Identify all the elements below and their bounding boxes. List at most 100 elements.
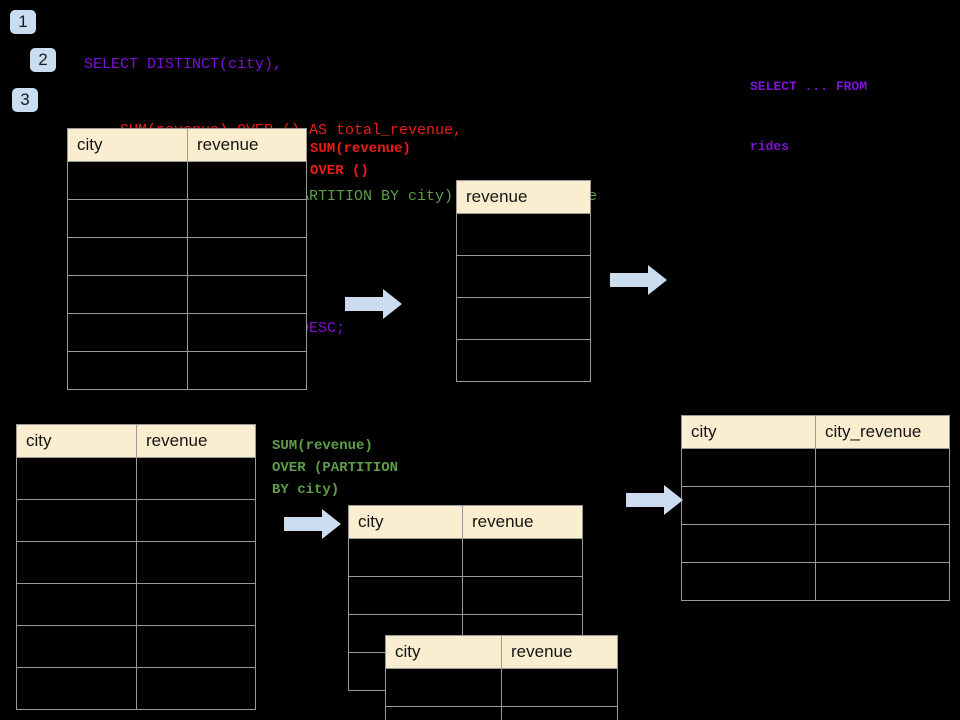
sidenote-line-2: rides <box>750 139 790 154</box>
table-row <box>16 541 256 584</box>
cell-revenue <box>136 457 256 500</box>
table-row <box>16 499 256 542</box>
arrow-source-to-total-icon <box>345 288 403 320</box>
cell-revenue <box>456 213 591 256</box>
table-header-row: city revenue <box>16 424 256 458</box>
column-header-revenue: revenue <box>456 180 591 214</box>
step-badge-1: 1 <box>10 10 36 34</box>
cell-city <box>67 199 188 238</box>
table-row <box>348 576 583 615</box>
step-badge-2: 2 <box>30 48 56 72</box>
table-partition-back: city revenue <box>348 505 583 691</box>
column-header-city: city <box>16 424 137 458</box>
sql-line-select: SELECT DISTINCT(city), <box>84 56 283 73</box>
cell-city <box>348 576 463 615</box>
table-source-bottom: city revenue <box>16 424 256 710</box>
column-header-revenue: revenue <box>136 424 256 458</box>
cell-city <box>681 562 816 601</box>
cell-city <box>385 706 502 720</box>
cell-city <box>16 625 137 668</box>
table-source-top: city revenue <box>67 128 307 390</box>
column-header-city: city <box>348 505 463 539</box>
column-header-revenue: revenue <box>462 505 583 539</box>
table-row <box>456 255 591 298</box>
column-header-city: city <box>385 635 502 669</box>
cell-city <box>16 499 137 542</box>
table-row <box>681 524 950 563</box>
cell-revenue <box>456 255 591 298</box>
cell-city-revenue <box>815 448 950 487</box>
table-row <box>67 237 307 276</box>
cell-revenue <box>462 576 583 615</box>
cell-city <box>67 161 188 200</box>
table-row <box>681 486 950 525</box>
cell-revenue <box>462 538 583 577</box>
table-row <box>385 668 618 707</box>
sidenote-select-from: SELECT ... FROM rides <box>750 37 867 197</box>
cell-city <box>67 275 188 314</box>
cell-city <box>681 486 816 525</box>
table-row <box>456 339 591 382</box>
cell-city <box>681 524 816 563</box>
cell-city <box>67 313 188 352</box>
annotation-partition-by-city: SUM(revenue) OVER (PARTITION BY city) <box>272 438 399 498</box>
step-badge-3: 3 <box>12 88 38 112</box>
cell-revenue <box>187 313 307 352</box>
column-header-city: city <box>67 128 188 162</box>
cell-city <box>385 668 502 707</box>
cell-revenue <box>187 161 307 200</box>
column-header-revenue: revenue <box>501 635 618 669</box>
table-header-row: revenue <box>456 180 591 214</box>
annotation-total-revenue: SUM(revenue) OVER () <box>310 141 411 179</box>
table-header-row: city revenue <box>385 635 618 669</box>
cell-revenue <box>187 237 307 276</box>
arrow-source-to-partition-icon <box>284 508 342 540</box>
table-row <box>456 213 591 256</box>
arrow-partition-to-result-icon <box>626 484 684 516</box>
table-row <box>348 538 583 577</box>
table-header-row: city revenue <box>348 505 583 539</box>
table-row <box>16 457 256 500</box>
sidenote-line-1: SELECT ... FROM <box>750 79 868 94</box>
cell-revenue <box>136 499 256 542</box>
cell-revenue <box>456 339 591 382</box>
cell-revenue <box>136 541 256 584</box>
cell-city <box>16 457 137 500</box>
column-header-city: city <box>681 415 816 449</box>
cell-city <box>67 351 188 390</box>
table-row <box>67 313 307 352</box>
table-row <box>456 297 591 340</box>
cell-revenue <box>187 351 307 390</box>
column-header-revenue: revenue <box>187 128 307 162</box>
cell-city <box>16 583 137 626</box>
table-row <box>16 583 256 626</box>
table-row <box>681 448 950 487</box>
table-partition-front: city revenue <box>385 635 618 720</box>
table-row <box>67 351 307 390</box>
table-result: city city_revenue <box>681 415 950 601</box>
cell-city-revenue <box>815 524 950 563</box>
table-row <box>681 562 950 601</box>
table-header-row: city revenue <box>67 128 307 162</box>
cell-city <box>348 538 463 577</box>
table-total-revenue: revenue <box>456 180 591 382</box>
cell-revenue <box>456 297 591 340</box>
cell-city <box>681 448 816 487</box>
cell-city-revenue <box>815 562 950 601</box>
table-row <box>16 667 256 710</box>
table-header-row: city city_revenue <box>681 415 950 449</box>
cell-city-revenue <box>815 486 950 525</box>
arrow-total-to-result-icon <box>610 264 668 296</box>
cell-city <box>16 541 137 584</box>
column-header-city-revenue: city_revenue <box>815 415 950 449</box>
cell-revenue <box>187 199 307 238</box>
cell-revenue <box>136 667 256 710</box>
cell-revenue <box>136 625 256 668</box>
table-row <box>67 161 307 200</box>
cell-city <box>16 667 137 710</box>
table-row <box>385 706 618 720</box>
table-row <box>67 199 307 238</box>
table-row <box>16 625 256 668</box>
cell-revenue <box>501 668 618 707</box>
